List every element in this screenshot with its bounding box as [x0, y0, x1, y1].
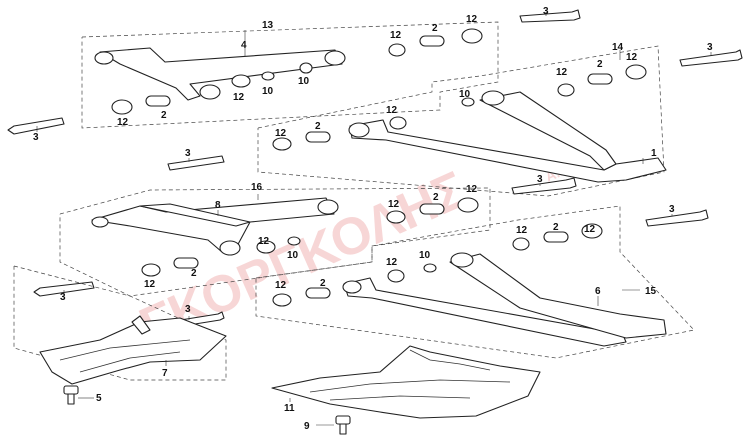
label-3: 3 [707, 42, 713, 53]
label-2: 2 [191, 268, 197, 279]
label-9: 9 [304, 421, 310, 432]
arm-1-bushing-a [482, 91, 504, 105]
label-12: 12 [386, 105, 398, 116]
arm-8-bushing-a [92, 217, 108, 227]
label-14: 14 [612, 42, 624, 53]
label-6: 6 [595, 286, 601, 297]
arm-6-bushing-b [343, 281, 361, 293]
seal-12-c [458, 198, 478, 212]
label-3: 3 [669, 204, 675, 215]
label-10: 10 [459, 89, 471, 100]
label-2: 2 [597, 59, 603, 70]
label-3: 3 [60, 292, 66, 303]
label-12: 12 [516, 225, 528, 236]
label-16: 16 [251, 182, 263, 193]
label-2: 2 [315, 121, 321, 132]
label-3: 3 [543, 6, 549, 17]
bushing-12-f [558, 84, 574, 96]
bushing-12-e [273, 138, 291, 150]
nut-10-a [262, 72, 274, 80]
collar-2-d [588, 74, 612, 84]
bolt-5 [64, 386, 78, 404]
label-12: 12 [144, 279, 156, 290]
nut-10-d [288, 237, 300, 245]
collar-2-h [544, 232, 568, 242]
arm-4-bushing-b [325, 51, 345, 65]
label-3: 3 [33, 132, 39, 143]
label-12: 12 [233, 92, 245, 103]
nut-10-b [300, 63, 312, 73]
label-8: 8 [215, 200, 221, 211]
label-2: 2 [553, 222, 559, 233]
bushing-12-l [513, 238, 529, 250]
label-10: 10 [419, 250, 431, 261]
bushing-12-j [388, 270, 404, 282]
label-15: 15 [645, 286, 657, 297]
nut-10-e [424, 264, 436, 272]
collar-2-f [420, 204, 444, 214]
collar-2-g [306, 288, 330, 298]
label-12: 12 [388, 199, 400, 210]
arm-1-bushing-b [349, 123, 369, 137]
label-2: 2 [161, 110, 167, 121]
bolt-3-middle-right [512, 178, 576, 194]
arm-4-bushing-c [200, 85, 220, 99]
label-12: 12 [466, 14, 478, 25]
bushing-12-h [142, 264, 160, 276]
seal-12-a [462, 29, 482, 43]
label-2: 2 [433, 192, 439, 203]
bushing-12-c [389, 44, 405, 56]
group-upper-front-arm [82, 22, 498, 128]
bushing-12-b [112, 100, 132, 114]
bolt-3-lower-right [646, 210, 708, 226]
label-3: 3 [185, 148, 191, 159]
label-12: 12 [556, 67, 568, 78]
label-11: 11 [284, 403, 295, 414]
bolt-9 [336, 416, 350, 434]
label-5: 5 [96, 393, 102, 404]
label-1: 1 [651, 148, 657, 159]
label-12: 12 [275, 280, 287, 291]
label-3: 3 [185, 304, 191, 315]
collar-2-e [174, 258, 198, 268]
label-7: 7 [162, 368, 168, 379]
arm-8-bushing-b [318, 200, 338, 214]
bushing-12-i [387, 211, 405, 223]
skid-plate-11 [272, 346, 540, 418]
label-12: 12 [390, 30, 402, 41]
bolt-3-top-right [520, 10, 580, 22]
collar-2-b [420, 36, 444, 46]
label-10: 10 [287, 250, 299, 261]
label-12: 12 [275, 128, 287, 139]
bolt-3-middle-left [168, 156, 224, 170]
upper-arm-4 [100, 48, 342, 100]
bushing-12-d [390, 117, 406, 129]
label-12: 12 [466, 184, 478, 195]
arm-6-bushing-a [451, 253, 473, 267]
arm-4-bushing-a [95, 52, 113, 64]
bushing-12-a [232, 75, 250, 87]
label-10: 10 [298, 76, 310, 87]
label-12: 12 [626, 52, 638, 63]
label-4: 4 [241, 40, 247, 51]
label-2: 2 [432, 23, 438, 34]
arm-8-bushing-c [220, 241, 240, 255]
collar-2-a [146, 96, 170, 106]
label-3: 3 [537, 174, 543, 185]
seal-12-b [626, 65, 646, 79]
label-2: 2 [320, 278, 326, 289]
label-13: 13 [262, 20, 274, 31]
label-12: 12 [258, 236, 270, 247]
label-12: 12 [584, 224, 596, 235]
bushing-12-k [273, 294, 291, 306]
label-10: 10 [262, 86, 274, 97]
label-12: 12 [117, 117, 129, 128]
label-12: 12 [386, 257, 398, 268]
collar-2-c [306, 132, 330, 142]
